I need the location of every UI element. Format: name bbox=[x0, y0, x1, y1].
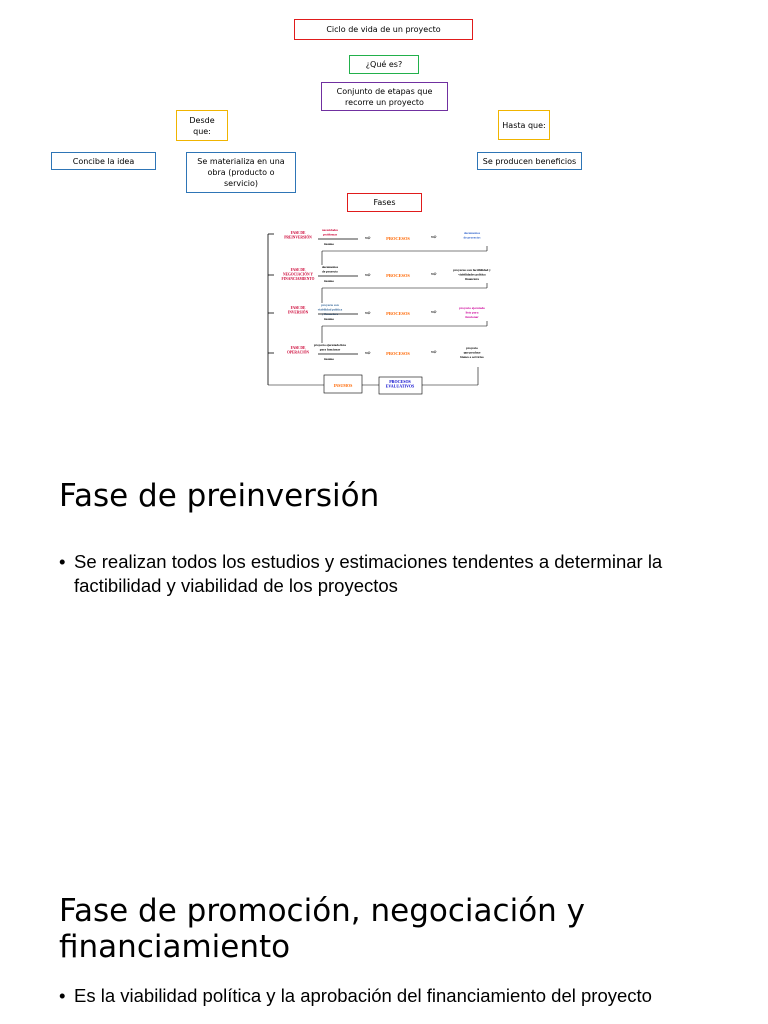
arrow-icon: ⇨ bbox=[431, 233, 437, 241]
from-materializes-box: Se materializa en una obra (producto o s… bbox=[186, 152, 296, 193]
arrow-icon: ⇨ bbox=[365, 309, 371, 317]
to-label-box: Hasta que: bbox=[498, 110, 550, 140]
insumo-label: insumo bbox=[324, 357, 334, 361]
insumo-label: insumo bbox=[324, 317, 334, 321]
insumos-box bbox=[323, 374, 363, 394]
process-label: PROCESOS bbox=[386, 236, 410, 241]
arrow-icon: ⇨ bbox=[431, 348, 437, 356]
bullet-text: Es la viabilidad política y la aprobació… bbox=[74, 985, 652, 1006]
insumo-label: insumo bbox=[324, 279, 334, 283]
arrow-icon: ⇨ bbox=[365, 271, 371, 279]
evaluative-process-box bbox=[378, 376, 423, 395]
concept-title-box: Ciclo de vida de un proyecto bbox=[294, 19, 473, 40]
definition-box: Conjunto de etapas que recorre un proyec… bbox=[321, 82, 448, 111]
bullet-preinversion: • Se realizan todos los estudios y estim… bbox=[59, 550, 719, 598]
arrow-icon: ⇨ bbox=[431, 270, 437, 278]
section-title-preinversion: Fase de preinversión bbox=[59, 478, 380, 514]
process-label: PROCESOS bbox=[386, 351, 410, 356]
phases-box: Fases bbox=[347, 193, 422, 212]
from-label-box: Desde que: bbox=[176, 110, 228, 141]
process-label: PROCESOS bbox=[386, 273, 410, 278]
insumo-label: insumo bbox=[324, 242, 334, 246]
from-idea-box: Concibe la idea bbox=[51, 152, 156, 170]
arrow-icon: ⇨ bbox=[365, 349, 371, 357]
process-label: PROCESOS bbox=[386, 311, 410, 316]
bullet-dot: • bbox=[59, 985, 66, 1006]
arrow-icon: ⇨ bbox=[431, 308, 437, 316]
question-box: ¿Qué es? bbox=[349, 55, 419, 74]
title-line: Fase de promoción, negociación y bbox=[59, 893, 586, 929]
arrow-icon: ⇨ bbox=[365, 234, 371, 242]
bullet-promocion: • Es la viabilidad política y la aprobac… bbox=[59, 984, 719, 1008]
section-title-promocion: Fase de promoción, negociación y financi… bbox=[59, 893, 585, 965]
title-line: financiamiento bbox=[59, 929, 291, 965]
bullet-text: Se realizan todos los estudios y estimac… bbox=[74, 551, 663, 596]
to-benefits-box: Se producen beneficios bbox=[477, 152, 582, 170]
bullet-dot: • bbox=[59, 551, 66, 572]
insumos-label: INSUMOS bbox=[334, 383, 353, 388]
